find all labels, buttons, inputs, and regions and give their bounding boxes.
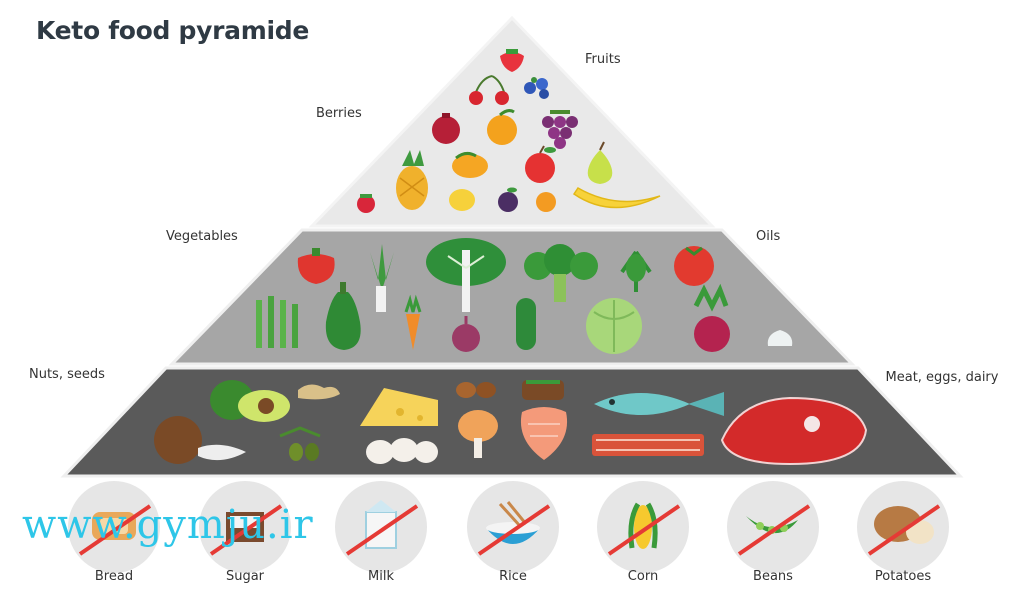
olives-icon [279,426,321,461]
excluded-label-potatoes: Potatoes [874,569,932,584]
excluded-label-sugar: Sugar [225,569,265,584]
carrot-icon [404,294,422,350]
zucchini-icon [325,282,361,350]
ginger-icon [298,384,340,400]
seeds-icon [522,380,564,400]
strawberry-icon [500,49,524,72]
salmon-steak-icon [520,407,568,460]
excluded-label-rice: Rice [499,569,527,584]
page-title: Keto food pyramide [36,16,310,45]
bell-pepper-icon [297,248,335,284]
tomato-icon [674,246,714,286]
apricot-icon [536,192,556,212]
label-meat-eggs-dairy: Meat, eggs, dairy [885,370,999,385]
pomegranate-icon [432,113,460,144]
hazelnuts-icon [456,382,496,398]
beetroot-icon [693,283,730,352]
bacon-icon [592,434,704,456]
pineapple-icon [396,150,428,210]
grapes-icon [542,110,578,149]
excluded-milk [335,481,427,573]
label-oils: Oils [756,229,781,244]
excluded-sugar [199,481,291,573]
excluded-corn [597,481,689,573]
herb-icon [620,250,652,292]
blueberries-icon [524,77,549,99]
asparagus-icon [256,296,298,348]
pear-icon [587,141,613,184]
apple-icon [525,145,556,183]
orange-icon [487,109,517,145]
excluded-label-corn: Corn [627,569,659,584]
excluded-bread [68,481,160,573]
broccoli-icon [524,244,598,302]
raspberry-icon [357,194,375,213]
mango-icon [452,151,488,178]
excluded-rice [467,481,559,573]
label-fruits: Fruits [585,52,621,67]
excluded-label-milk: Milk [368,569,394,584]
avocado-icon [210,380,290,422]
plum-icon [498,187,518,212]
onion-icon [452,316,480,352]
banana-icon [572,186,661,209]
bread-icon [92,512,136,540]
cherries-icon [469,75,509,105]
lemon-icon [449,189,475,211]
leek-icon [370,244,394,312]
garlic-icon [767,330,793,346]
excluded-label-bread: Bread [94,569,134,584]
chicken-leg-icon [458,410,498,458]
cabbage-icon [586,298,642,354]
steak-icon [720,396,868,466]
fish-icon [594,392,724,416]
eggs-icon [366,438,438,464]
bok-choy-icon [426,238,506,312]
coconut-icon [154,416,246,464]
label-nuts-seeds: Nuts, seeds [29,367,105,382]
excluded-beans [727,481,819,573]
excluded-label-beans: Beans [753,569,793,584]
cucumber-icon [516,298,536,350]
label-berries: Berries [316,106,362,121]
label-vegetables: Vegetables [166,229,238,244]
cheese-icon [360,388,438,426]
excluded-potatoes [857,481,949,573]
